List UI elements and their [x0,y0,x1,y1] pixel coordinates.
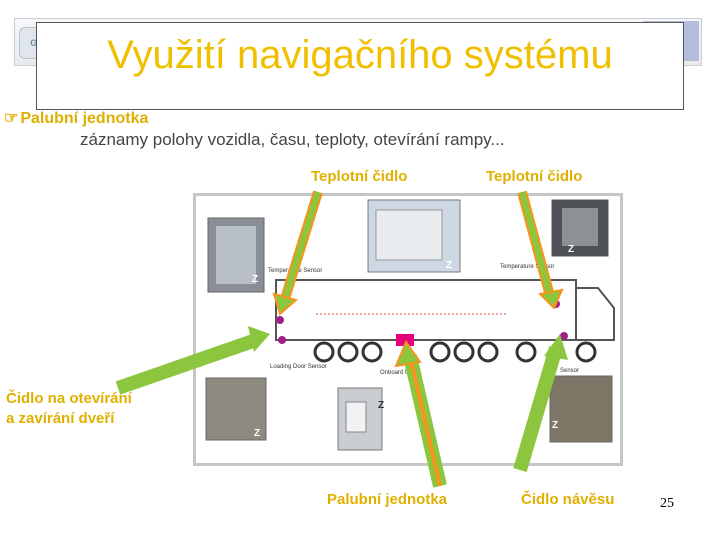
photo-cargo-door [216,226,256,284]
marker-z: Z [568,244,574,255]
slide-title: Využití navigačního systému [107,33,613,77]
callout-door-sensor-line2: a zavírání dveří [6,410,115,427]
label-temp-sensor-right: Temperature Sensor [500,264,554,270]
door-sensor-dot [276,316,284,324]
wheel [453,341,475,363]
wheel [361,341,383,363]
truck-cab [575,287,615,341]
truck-diagram: Temperature Sensor Temperature Sensor Lo… [193,193,623,466]
bullet-text: Palubní jednotka [20,110,149,127]
title-box: Využití navigačního systému [36,22,684,110]
callout-door-sensor-line1: Čidlo na otevírání [6,390,132,407]
trailer-sensor-dot [560,332,568,340]
marker-z: Z [378,400,384,411]
marker-z: Z [254,428,260,439]
door-sensor-dot [278,336,286,344]
callout-trailer-sensor: Čidlo návěsu [521,491,615,508]
label-onboard-unit: Onboard Unit [380,370,416,376]
photo-trailer-body [375,209,443,261]
arrow-temp-sensor-2 [517,190,564,310]
arrow-door-sensor [115,326,270,395]
truck-drawing: Temperature Sensor Temperature Sensor Lo… [205,199,615,451]
photo-unit-box [345,401,367,433]
arrow-temp-sensor-1 [272,190,323,316]
arrow-trailer-sensor [513,334,568,472]
marker-z: Z [252,274,258,285]
callout-onboard-unit: Palubní jednotka [327,491,448,508]
callout-temp-sensor-1: Teplotní čidlo [311,168,408,185]
wheel [429,341,451,363]
wheel [337,341,359,363]
arrow-onboard-unit [394,339,447,488]
photo-sensor-inner [562,208,598,246]
photo-trailer-sensor [549,375,613,443]
pointing-hand-icon: ☞ [4,110,19,127]
marker-z: Z [446,260,452,271]
wheel [313,341,335,363]
label-trailer-sensor: Sensor [560,368,579,374]
marker-z: Z [552,420,558,431]
onboard-unit-marker [396,334,414,346]
wheel [575,341,597,363]
callout-temp-sensor-2: Teplotní čidlo [486,168,583,185]
label-door-sensor: Loading Door Sensor [270,364,327,370]
bullet-item: ☞Palubní jednotka [4,108,148,128]
photo-door-latch [205,377,267,441]
wheel [477,341,499,363]
bullet-detail: záznamy polohy vozidla, času, teploty, o… [80,130,505,149]
callout-door-sensor: Čidlo na otevírání a zavírání dveří [6,389,132,429]
wheel [515,341,537,363]
page-number: 25 [660,496,674,511]
